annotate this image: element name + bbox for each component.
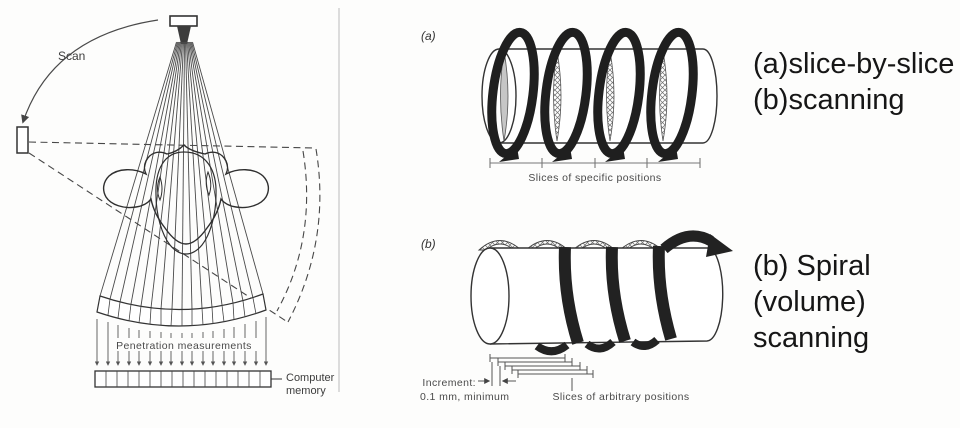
helix-bottom-bits	[534, 336, 660, 356]
xray-tube	[169, 15, 198, 27]
caption-b-line2: scanning	[753, 322, 870, 354]
slices-specific-label: Slices of specific positions	[528, 172, 661, 184]
arbitrary-slice-lines	[489, 354, 594, 378]
xray-tube-rotated	[16, 126, 29, 154]
slice-section-gray	[500, 50, 509, 142]
computer-memory-box	[94, 370, 282, 388]
label-backdrop	[110, 338, 260, 351]
patient-cross-section	[102, 144, 270, 255]
ct-scanner-diagram: Scan	[16, 8, 340, 397]
slice-section-hatch	[659, 50, 668, 142]
scan-rotation-arrow	[21, 19, 159, 124]
increment-callout	[478, 362, 573, 391]
caption-spiral-scanning: (b) Spiral (volume) scanning	[753, 248, 960, 356]
rotation-ring-arrowheads	[499, 147, 678, 162]
panel-a-label: (a)	[421, 29, 436, 43]
helix-direction-arrowhead	[706, 234, 733, 257]
penetration-measurements-label: Penetration measurements	[116, 340, 252, 352]
helix-end-strand	[660, 230, 714, 254]
detector-arc	[96, 293, 267, 327]
spiral-cylinder	[470, 247, 724, 345]
focal-spot	[177, 26, 191, 44]
slice-section-hatch	[606, 50, 615, 142]
slice-position-axis	[489, 158, 701, 168]
rotated-fan-dashed	[28, 141, 321, 323]
computer-memory-label-line1: Computer	[286, 372, 335, 384]
slices-arbitrary-label: Slices of arbitrary positions	[552, 391, 689, 403]
caption-a-line1: (a)slice-by-slice	[753, 48, 955, 80]
scan-label: Scan	[58, 49, 85, 63]
caption-b-line1: (b) Spiral (volume)	[753, 250, 871, 318]
computer-memory-label-line2: memory	[286, 385, 326, 397]
fan-beam-rays	[99, 41, 264, 311]
increment-label-line2: 0.1 mm, minimum	[420, 391, 509, 403]
scan-modes-diagram: (a)	[420, 27, 733, 403]
caption-slice-by-slice: (a)slice-by-slice (b)scanning	[753, 46, 954, 118]
helix-front-strands	[558, 245, 677, 345]
slice-section-hatch	[553, 50, 562, 142]
caption-a-line2: (b)scanning	[753, 84, 905, 116]
increment-label-line1: Increment:	[422, 377, 476, 389]
panel-b-label: (b)	[421, 237, 436, 251]
rotation-rings	[487, 27, 698, 159]
